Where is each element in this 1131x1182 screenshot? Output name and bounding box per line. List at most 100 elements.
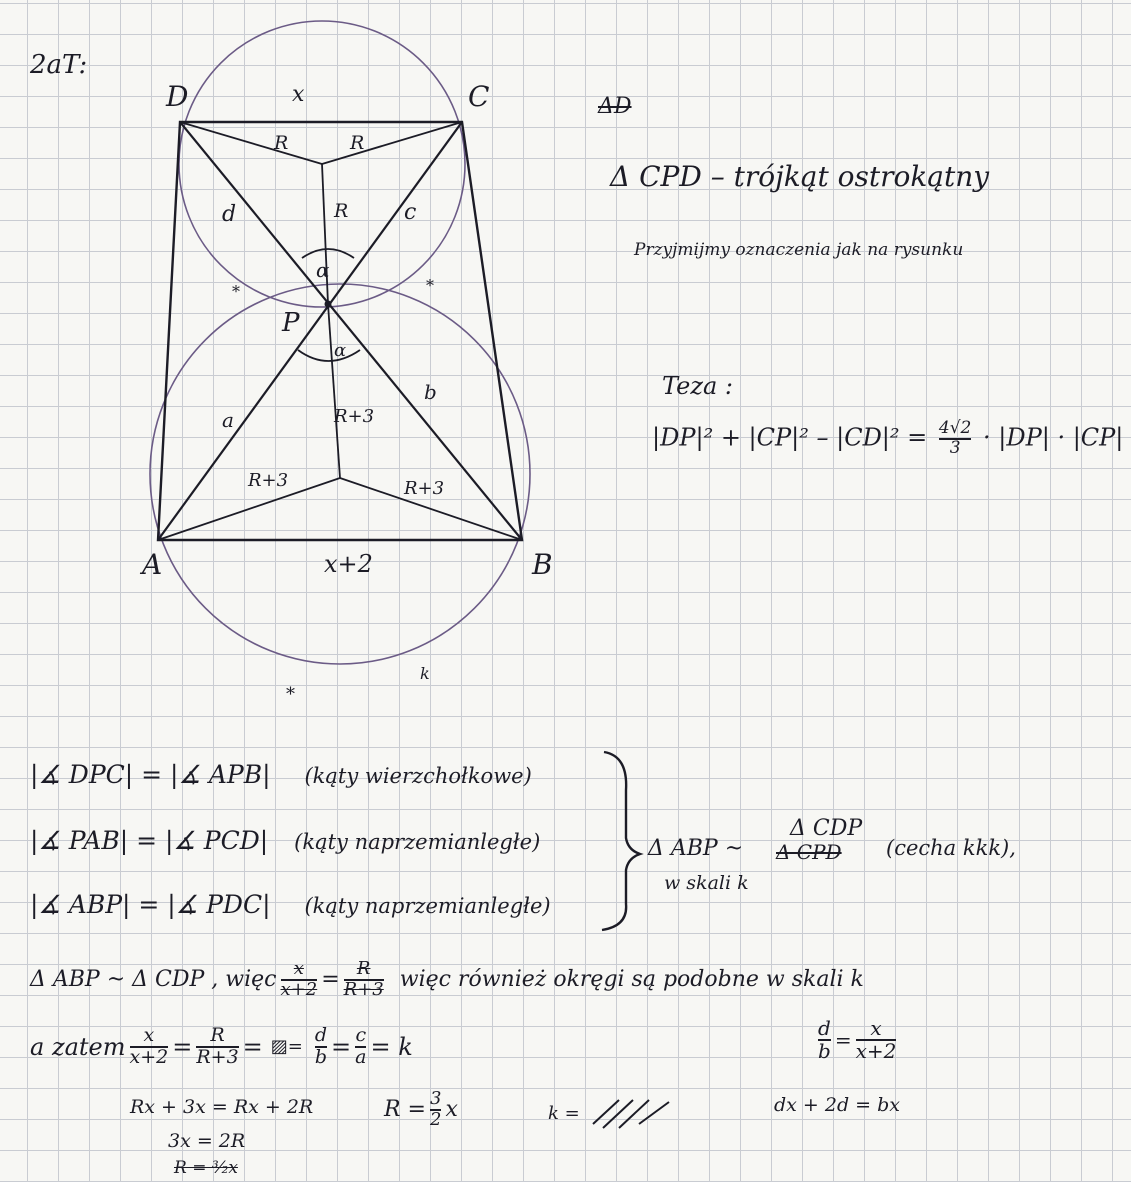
- thesis-coef-num: 4√2: [938, 418, 972, 438]
- side-ratio: d b = x x+2: [814, 1018, 900, 1062]
- label-angle-bottom: α: [334, 340, 347, 361]
- ratio-frac-3: d b: [314, 1024, 328, 1068]
- calc-line-1: Rx + 3x = Rx + 2R: [130, 1096, 314, 1118]
- arc-mark-1: *: [232, 282, 240, 301]
- small-circle: [178, 20, 466, 308]
- proof-reason-3: (kąty naprzemianległe): [304, 894, 551, 918]
- thesis-lhs: |DP|² + |CP|² – |CD|² =: [652, 423, 928, 452]
- label-radius-small-right: R: [350, 132, 365, 154]
- r-eq-num: 3: [430, 1088, 442, 1109]
- label-angle-top: α: [316, 258, 330, 282]
- proof-eq-3: |∡ ABP| = |∡ PDC|: [30, 890, 271, 919]
- point-p-dot: [324, 300, 332, 308]
- calc-line-3: R = ³⁄₂x: [174, 1158, 238, 1178]
- side-left-den: b: [818, 1039, 831, 1063]
- ratio-frac-1: x x+2: [129, 1024, 169, 1068]
- side-left-num: d: [818, 1016, 831, 1040]
- conclusion-prefix: Δ ABP ~: [648, 836, 744, 861]
- ratio-f3-num: d: [314, 1024, 328, 1046]
- ratio-end: = k: [370, 1032, 413, 1061]
- similarity-line: Δ ABP ~ Δ CDP , więc x x+2 = R R+3 więc …: [30, 958, 864, 1000]
- label-radius-small-left: R: [274, 132, 289, 154]
- label-radius-big-right: R+3: [404, 478, 445, 499]
- side-ratio-right: x x+2: [855, 1018, 897, 1063]
- ratio-frac-2: R R+3: [196, 1024, 239, 1068]
- calc-line-2: 3x = 2R: [168, 1130, 246, 1152]
- problem-label: 2aT:: [30, 50, 88, 80]
- dx-equation: dx + 2d = bx: [774, 1094, 901, 1116]
- scribble-note: ΔD: [598, 94, 632, 119]
- radius-big-p: [327, 303, 341, 479]
- angle-arc-bottom: [297, 349, 361, 362]
- similarity-frac-a: x x+2: [280, 958, 318, 1000]
- sim-frac-a-den: x+2: [280, 978, 318, 1000]
- label-bottom-side: x+2: [324, 550, 373, 578]
- label-radius-big-left: R+3: [248, 470, 289, 491]
- arc-mark-4: k: [420, 664, 430, 683]
- proof-line-3: |∡ ABP| = |∡ PDC| (kąty naprzemianległe): [30, 890, 551, 919]
- large-circle: [149, 283, 531, 665]
- radius-big-b: [339, 477, 523, 541]
- label-point-c: C: [468, 80, 490, 113]
- similarity-eq: =: [321, 967, 340, 993]
- ratio-f1-den: x+2: [129, 1045, 169, 1068]
- ratio-f1-num: x: [143, 1024, 155, 1046]
- r-equation: R = 3 2 x: [384, 1088, 458, 1130]
- angle-arc-top: [301, 248, 355, 259]
- label-top-side: x: [292, 82, 305, 107]
- radius-big-a: [157, 477, 341, 541]
- r-eq-frac: 3 2: [430, 1088, 442, 1130]
- ratio-f4-num: c: [355, 1024, 367, 1046]
- ratio-f3-den: b: [314, 1045, 328, 1068]
- conclusion-suffix: (cecha kkk),: [886, 836, 1016, 860]
- radius-small-c: [321, 121, 463, 165]
- k-scribble: [592, 1099, 671, 1129]
- title-triangle-cpd: Δ CPD – trójkąt ostrokątny: [610, 160, 990, 193]
- radius-small-p: [321, 163, 329, 305]
- thesis-label: Teza :: [662, 372, 734, 400]
- r-eq-lhs: R =: [384, 1097, 426, 1123]
- label-seg-b: b: [424, 380, 437, 404]
- assumption-text: Przyjmijmy oznaczenia jak na rysunku: [634, 240, 964, 260]
- label-seg-d: d: [222, 202, 237, 227]
- label-radius-big-up: R+3: [334, 406, 375, 427]
- diagonal-ca: [157, 121, 463, 541]
- proof-eq-1: |∡ DPC| = |∡ APB|: [30, 760, 271, 789]
- similarity-line-rest: więc również okręgi są podobne w skali k: [399, 967, 864, 993]
- proof-line-1: |∡ DPC| = |∡ APB| (kąty wierzchołkowe): [30, 760, 532, 789]
- sim-frac-b-num: R: [356, 958, 371, 979]
- similarity-frac-b: R R+3: [343, 958, 384, 1000]
- conclusion-upper: Δ CDP: [790, 816, 863, 841]
- thesis-coefficient: 4√2 3: [938, 418, 972, 458]
- proof-line-2: |∡ PAB| = |∡ PCD| (kąty naprzemianległe): [30, 826, 540, 855]
- side-ratio-eq: =: [834, 1028, 852, 1052]
- thesis-rhs: · |DP| · |CP|: [983, 423, 1124, 452]
- radius-small-d: [179, 121, 323, 165]
- ratio-eq-2: =: [242, 1032, 263, 1061]
- thesis-coef-den: 3: [938, 437, 972, 458]
- ratio-prefix: a zatem: [30, 1032, 126, 1061]
- ratio-line: a zatem x x+2 = R R+3 = ▨= d b = c a = k: [30, 1024, 413, 1068]
- label-point-b: B: [532, 548, 553, 581]
- thesis-equation: |DP|² + |CP|² – |CD|² = 4√2 3 · |DP| · |…: [652, 418, 1124, 458]
- label-point-d: D: [166, 80, 189, 113]
- ratio-f4-den: a: [355, 1045, 367, 1068]
- ratio-f2-den: R+3: [196, 1045, 239, 1068]
- proof-eq-2: |∡ PAB| = |∡ PCD|: [30, 826, 269, 855]
- similarity-line-text: Δ ABP ~ Δ CDP , więc: [30, 967, 277, 993]
- label-point-a: A: [142, 548, 163, 581]
- ratio-f2-num: R: [210, 1024, 225, 1046]
- sim-frac-a-num: x: [293, 958, 304, 979]
- k-eq-label: k =: [548, 1103, 580, 1124]
- r-eq-var: x: [445, 1097, 458, 1123]
- proof-reason-2: (kąty naprzemianległe): [294, 830, 541, 854]
- arc-mark-2: *: [426, 276, 434, 295]
- ratio-eq-1: =: [172, 1032, 193, 1061]
- side-right-den: x+2: [855, 1039, 897, 1063]
- label-point-p: P: [282, 308, 300, 338]
- ratio-eq-3: =: [331, 1032, 352, 1061]
- label-radius-small-down: R: [334, 200, 349, 222]
- k-equation-struck: k =: [548, 1094, 675, 1134]
- label-seg-c: c: [404, 200, 417, 225]
- proof-reason-1: (kąty wierzchołkowe): [304, 764, 532, 788]
